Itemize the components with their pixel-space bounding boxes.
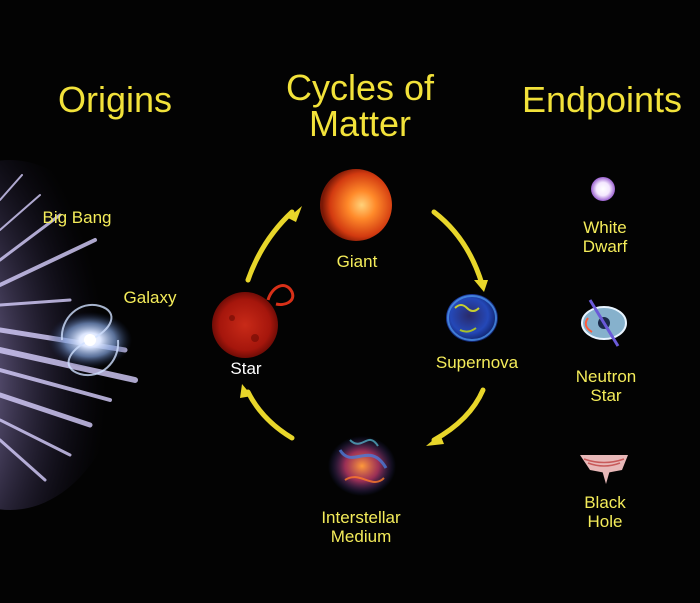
interstellar-medium-label: Interstellar Medium (308, 508, 414, 546)
white-dwarf-image (591, 177, 615, 201)
supernova-image (446, 294, 498, 342)
neutron-star-label: Neutron Star (566, 367, 646, 405)
big-bang-label: Big Bang (42, 208, 112, 227)
cycles-of-matter-heading-line1: Cycles of (285, 67, 435, 108)
black-hole-label-line1: Black (584, 493, 626, 512)
white-dwarf-label-line1: White (583, 218, 627, 237)
black-hole-label-line2: Hole (587, 512, 623, 531)
giant-star-image (320, 169, 392, 241)
giant-label: Giant (336, 252, 378, 271)
galaxy-label: Galaxy (123, 288, 177, 307)
neutron-star-label-line2: Star (590, 386, 622, 405)
origins-heading: Origins (57, 79, 173, 120)
white-dwarf-label: White Dwarf (570, 218, 640, 256)
interstellar-medium-image (328, 436, 396, 496)
galaxy-image (48, 303, 132, 377)
neutron-star-image (581, 299, 627, 347)
black-hole-image (580, 455, 628, 484)
cycle-arrows (240, 206, 488, 446)
black-hole-label: Black Hole (572, 493, 638, 531)
interstellar-medium-label-line2: Medium (330, 527, 392, 546)
endpoints-heading: Endpoints (521, 79, 683, 120)
white-dwarf-label-line2: Dwarf (582, 237, 628, 256)
star-image (212, 284, 295, 358)
cycles-of-matter-heading-line2: Matter (308, 103, 412, 144)
star-label: Star (230, 359, 262, 378)
interstellar-medium-label-line1: Interstellar (321, 508, 401, 527)
neutron-star-label-line1: Neutron (575, 367, 637, 386)
supernova-label: Supernova (435, 353, 519, 372)
cycles-of-matter-heading: Cycles of Matter (270, 70, 450, 142)
